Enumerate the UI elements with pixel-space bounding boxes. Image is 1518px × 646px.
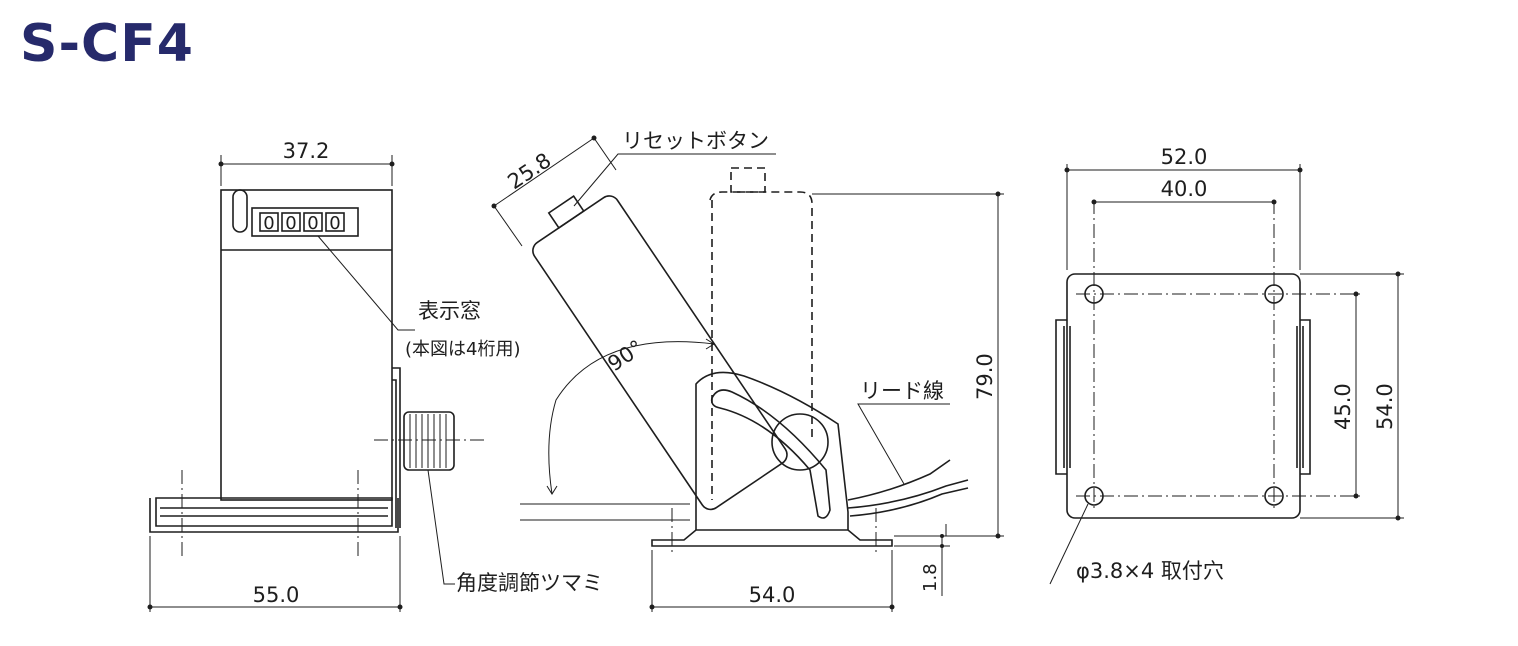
side-view: 90° 25.8 リセットボタン リード線 79.0 1.8 54.0 — [491, 129, 1004, 612]
front-reset-slot — [232, 189, 248, 233]
plan-view: 52.0 40.0 45.0 54.0 φ3.8×4 取付穴 — [1049, 145, 1404, 585]
reset-button-label: リセットボタン — [622, 129, 769, 153]
plan-side-flange — [1300, 319, 1311, 475]
reset-button-leader — [573, 153, 776, 207]
plan-side-flange — [1055, 319, 1067, 475]
hole-leader — [1049, 503, 1089, 585]
tilted-body — [532, 195, 788, 511]
hole-label: φ3.8×4 取付穴 — [1076, 559, 1224, 583]
drawing-title: S-CF4 — [20, 14, 194, 74]
width-bottom-dimension: 55.0 — [253, 583, 300, 607]
digit: 0 — [263, 213, 274, 234]
digit-cell — [325, 212, 345, 232]
upright-body-outline — [709, 191, 813, 440]
display-window-label: 表示窓 — [418, 299, 481, 323]
digit: 0 — [307, 213, 318, 234]
front-side-bracket-inner — [392, 379, 397, 528]
display-window-note: (本図は4桁用) — [405, 339, 521, 360]
lead-wire — [847, 479, 969, 509]
front-base-inner — [155, 497, 393, 527]
front-body — [220, 189, 393, 501]
angle-arc — [548, 341, 715, 495]
tilted-reset-button — [547, 195, 585, 229]
mounting-holes — [1084, 284, 1284, 506]
digit-cells: 0 0 0 0 — [259, 212, 345, 234]
angle-knob-leader — [427, 469, 455, 585]
stand-knob — [771, 413, 829, 471]
digit: 0 — [329, 213, 340, 234]
mounting-hole — [1264, 486, 1284, 506]
front-base — [149, 498, 399, 533]
display-window — [251, 207, 359, 237]
lead-wire — [849, 487, 969, 517]
digit-cell — [259, 212, 279, 232]
width-top-dimension: 37.2 — [283, 139, 330, 163]
stand-slot — [710, 389, 831, 519]
knob-knurl — [409, 414, 447, 468]
stand-bracket — [695, 371, 849, 530]
plan-base-plate — [1066, 273, 1301, 519]
upright-reset-button — [730, 167, 766, 193]
lead-wire — [847, 459, 951, 501]
lead-wire-leader — [857, 403, 950, 485]
side-base-plate — [651, 529, 893, 547]
base-thickness-dimension: 1.8 — [920, 563, 941, 592]
digit-cell — [303, 212, 323, 232]
hole-pitch-x-dimension: 40.0 — [1161, 177, 1208, 201]
outer-height-dimension: 54.0 — [1373, 383, 1397, 430]
digit-cell — [281, 212, 301, 232]
height-dimension: 79.0 — [973, 353, 997, 400]
depth-dimension: 25.8 — [503, 148, 555, 194]
digit: 0 — [285, 213, 296, 234]
lead-wire-label: リード線 — [860, 379, 944, 403]
front-view: 0 0 0 0 37.2 55. — [147, 139, 603, 612]
angle-knob-label: 角度調節ツマミ — [456, 571, 603, 595]
display-window-leader — [317, 235, 415, 331]
outer-width-dimension: 52.0 — [1161, 145, 1208, 169]
front-side-bracket — [392, 367, 401, 528]
hole-pitch-y-dimension: 45.0 — [1331, 383, 1355, 430]
angle-knob — [403, 411, 455, 471]
base-width-dimension: 54.0 — [749, 583, 796, 607]
angle-label: 90° — [603, 335, 647, 376]
